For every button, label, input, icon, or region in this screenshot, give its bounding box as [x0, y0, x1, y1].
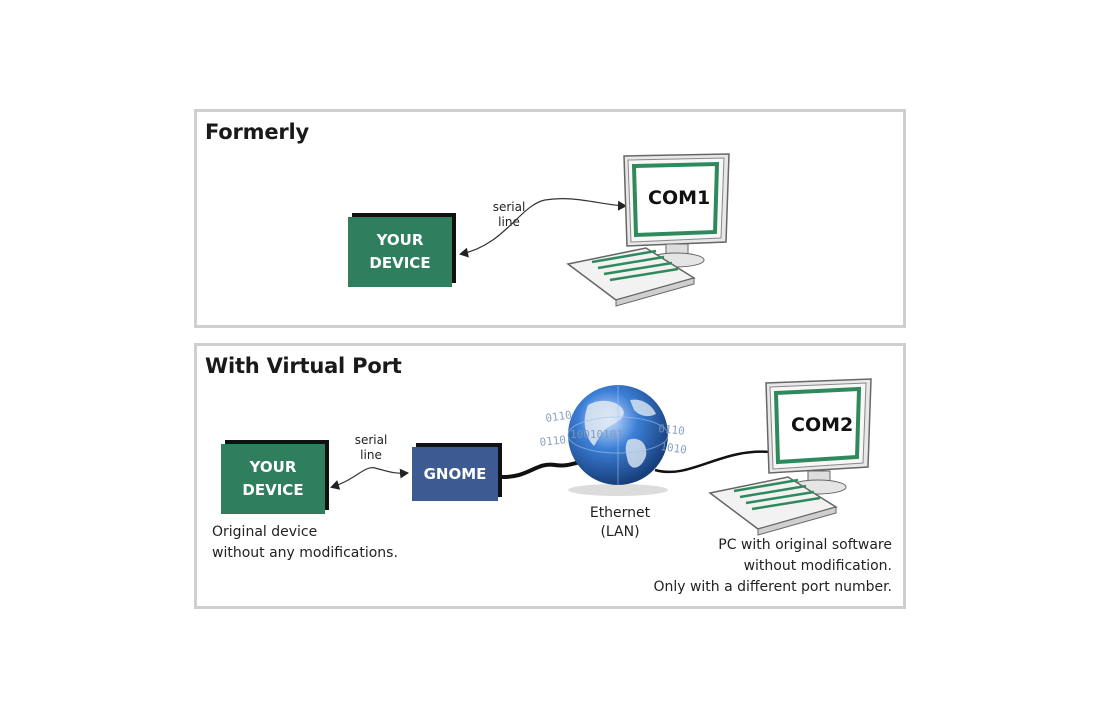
device-caption: Original device without any modification… — [212, 524, 398, 561]
your-device-label: YOUR DEVICE — [348, 217, 452, 287]
com2-label: COM2 — [791, 414, 853, 436]
ethernet-lan-label: Ethernet (LAN) — [589, 505, 651, 540]
formerly-title: Formerly — [205, 120, 310, 144]
virtual-port-title: With Virtual Port — [205, 354, 402, 378]
pc-caption: PC with original software without modifi… — [653, 537, 892, 595]
svg-text:0110: 0110 — [539, 433, 567, 449]
svg-text:0110: 0110 — [658, 422, 686, 438]
computer-com2-icon: COM2 — [708, 378, 872, 536]
serial-line-label: serial line — [354, 433, 388, 462]
your-device-label: YOUR DEVICE — [221, 444, 325, 514]
serial-line-connector-virtual — [330, 467, 409, 490]
your-device-block-formerly: YOUR DEVICE — [348, 213, 458, 291]
svg-text:1010: 1010 — [660, 440, 688, 457]
com1-label: COM1 — [648, 187, 710, 209]
your-device-block-virtual: YOUR DEVICE — [221, 440, 331, 518]
svg-text:10010101: 10010101 — [570, 428, 623, 441]
svg-text:0110: 0110 — [545, 408, 573, 425]
ethernet-cable-right — [654, 450, 771, 474]
computer-com1-icon: COM1 — [566, 153, 730, 307]
gnome-label: GNOME — [412, 447, 498, 501]
gnome-converter-block: GNOME — [412, 443, 504, 505]
globe-network-icon: 0110 0110 10010101 0110 1010 — [539, 385, 688, 496]
